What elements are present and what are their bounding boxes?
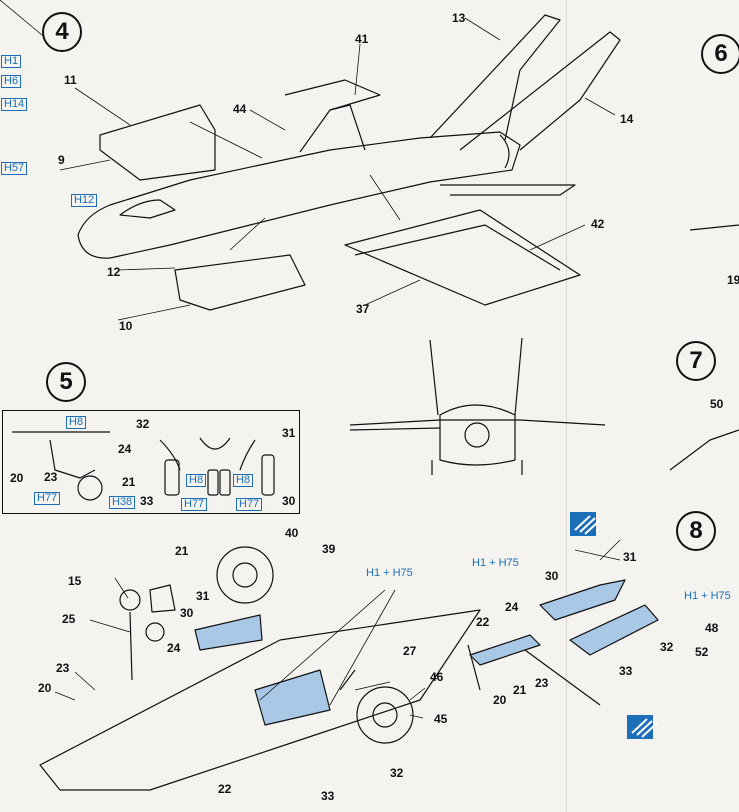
lower-assembly-drawing [39, 546, 481, 791]
color-code: H77 [33, 492, 61, 505]
part-label: 24 [505, 600, 519, 614]
front-view-drawing [349, 337, 606, 475]
part-label: 22 [218, 782, 232, 796]
part-label: 44 [233, 102, 247, 116]
part-label: 41 [355, 32, 369, 46]
part-label: 30 [545, 569, 559, 583]
wing-drawing [344, 209, 581, 306]
color-code: H77 [180, 498, 208, 511]
part-label: 19 [727, 273, 739, 287]
part-label: 39 [322, 542, 336, 556]
color-code: H6 [0, 75, 22, 88]
step5-detail-box [2, 410, 300, 514]
part-label: 31 [196, 589, 210, 603]
part-label: 23 [44, 470, 58, 484]
fuselage-drawing [77, 14, 621, 259]
color-code: H14 [0, 98, 28, 111]
landing-gear-detail [12, 431, 275, 501]
part-label: 33 [619, 664, 633, 678]
part-label: 15 [68, 574, 82, 588]
color-code: H1 + H75 [472, 557, 519, 569]
part-label: 23 [535, 676, 549, 690]
part-label: 32 [390, 766, 404, 780]
color-code: H12 [70, 194, 98, 207]
part-label: 45 [434, 712, 448, 726]
part-label: 30 [282, 494, 296, 508]
part-label: 48 [705, 621, 719, 635]
part-label: 32 [136, 417, 150, 431]
part-label: 11 [64, 73, 77, 87]
color-code: H1 + H75 [684, 590, 731, 602]
part-label: 46 [430, 670, 444, 684]
color-code: H1 [0, 55, 22, 68]
step8-parts [467, 579, 659, 706]
page-fold [566, 0, 567, 812]
part-label: 33 [140, 494, 154, 508]
part-label: 32 [660, 640, 674, 654]
part-label: 20 [493, 693, 507, 707]
part-label: 42 [591, 217, 605, 231]
part-label: 24 [167, 641, 181, 655]
part-label: 23 [56, 661, 70, 675]
step-number: 4 [42, 12, 82, 52]
part-label: 30 [180, 606, 194, 620]
part-label: 21 [122, 475, 136, 489]
part-label: 37 [356, 302, 370, 316]
part-label: 33 [321, 789, 335, 803]
part-label: 21 [175, 544, 189, 558]
paint-marker-icon [627, 715, 653, 739]
part-label: 22 [476, 615, 490, 629]
part-label: 27 [403, 644, 417, 658]
color-code: H77 [235, 498, 263, 511]
part-label: 21 [513, 683, 527, 697]
part-label: 31 [623, 550, 637, 564]
step-number: 5 [46, 362, 86, 402]
intake-drawings [99, 104, 306, 311]
color-code: H57 [0, 162, 28, 175]
color-code: H8 [65, 416, 87, 429]
color-code: H38 [108, 496, 136, 509]
part-label: 24 [118, 442, 132, 456]
part-label: 20 [10, 471, 24, 485]
part-label: 20 [38, 681, 52, 695]
step-number: 6 [701, 34, 739, 74]
part-label: 9 [58, 153, 65, 167]
part-label: 13 [452, 11, 466, 25]
paint-marker-icon [570, 512, 596, 536]
part-label: 50 [710, 397, 724, 411]
step-number: 7 [676, 341, 716, 381]
part-label: 14 [620, 112, 634, 126]
part-label: 40 [285, 526, 299, 540]
part-label: 10 [119, 319, 133, 333]
part-label: 31 [282, 426, 296, 440]
part-label: 12 [107, 265, 121, 279]
part-label: 25 [62, 612, 76, 626]
step-number: 8 [676, 511, 716, 551]
color-code: H8 [185, 474, 207, 487]
part-label: 52 [695, 645, 709, 659]
color-code: H1 + H75 [366, 567, 413, 579]
color-code: H8 [232, 474, 254, 487]
